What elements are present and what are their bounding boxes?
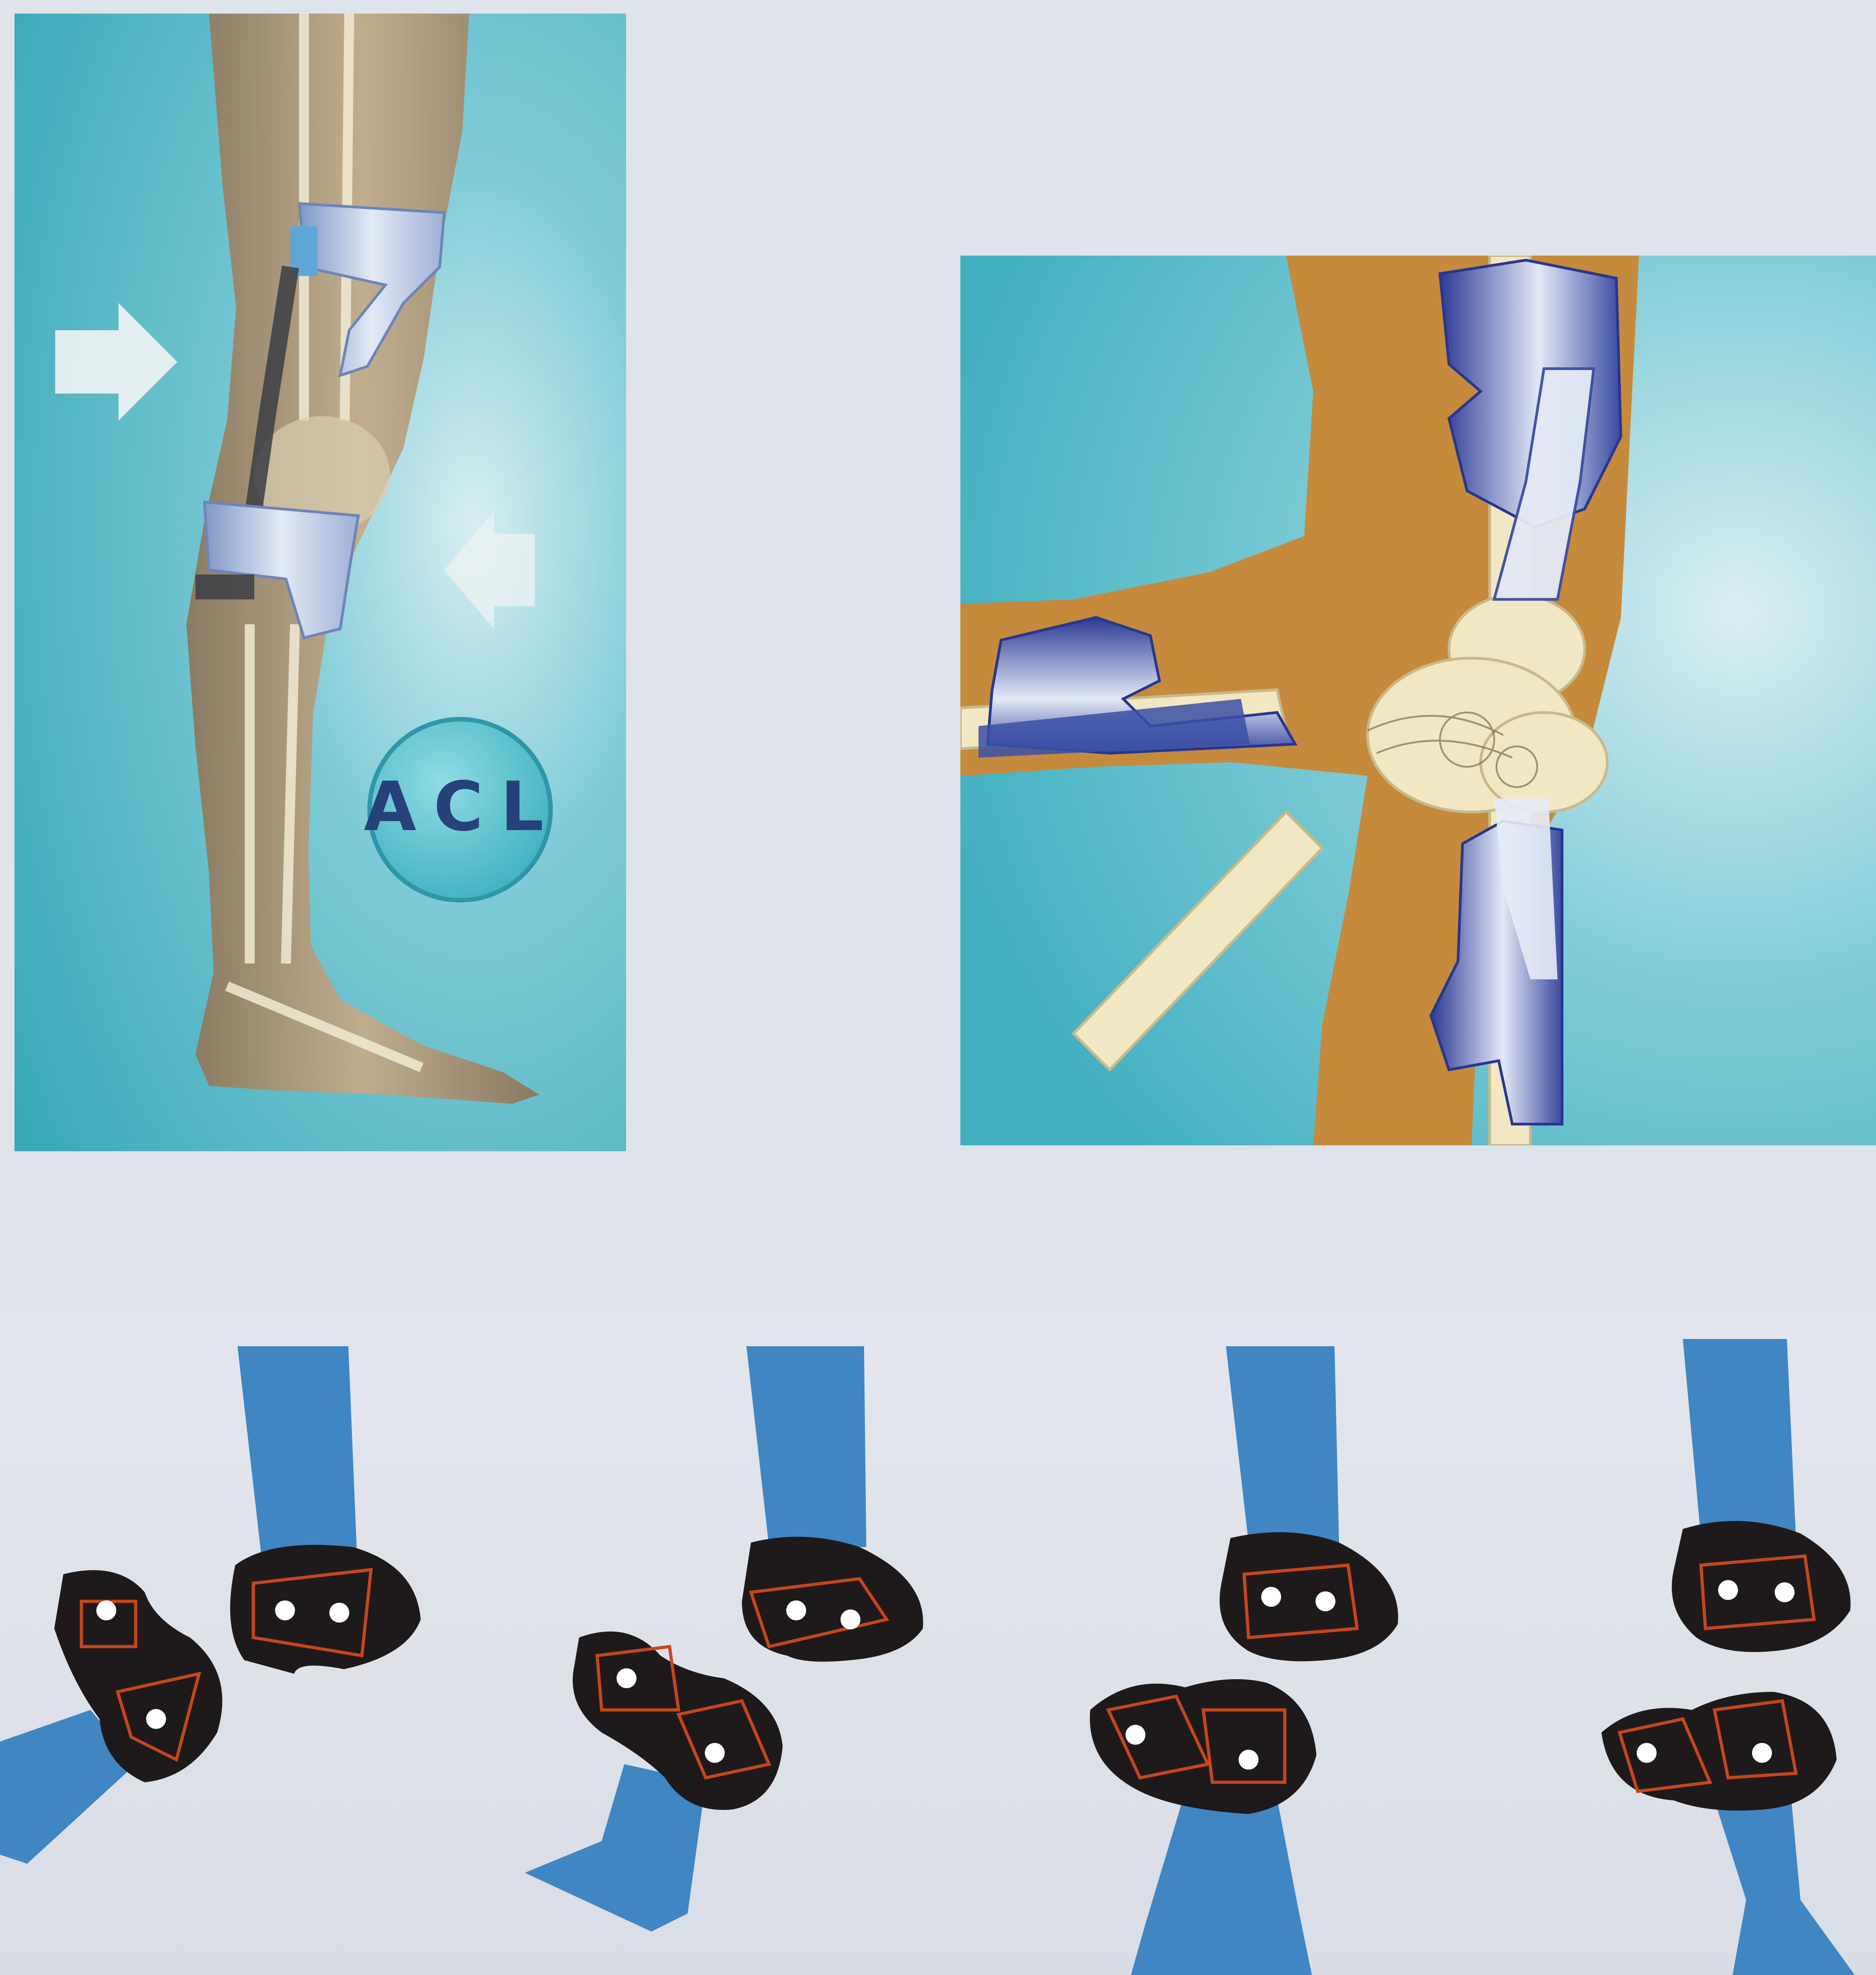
- leg-illustration-panel: ACL: [14, 14, 626, 1151]
- knee-brace-closeup-panel: [960, 256, 1876, 1145]
- stage-4-upper-limb: [1683, 1339, 1796, 1538]
- leg-illustration: ACL: [14, 14, 626, 1151]
- hinge-motion-sequence-panel: [0, 1312, 1876, 1975]
- knee-brace-closeup: [960, 256, 1876, 1145]
- brace-strap-lower: [195, 574, 254, 599]
- hinge-motion-sequence: [0, 1312, 1876, 1975]
- acl-badge-label: ACL: [364, 768, 561, 846]
